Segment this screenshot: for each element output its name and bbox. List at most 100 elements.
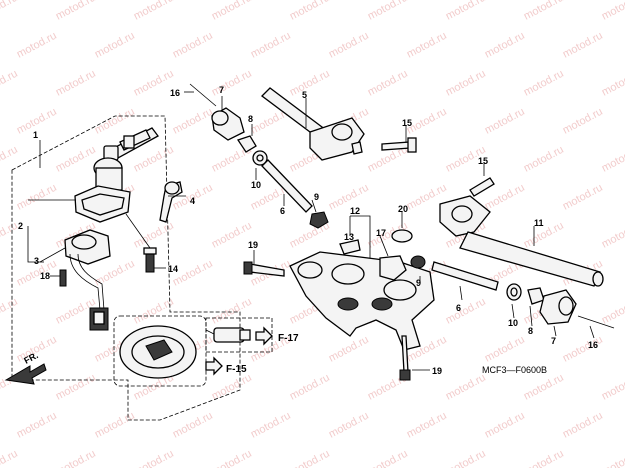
watermark-text: motod.ru <box>0 448 20 468</box>
ignition-group <box>11 115 273 421</box>
bar-end-weight <box>211 107 245 141</box>
right-handle-group <box>410 177 615 329</box>
watermark-text: motod.ru <box>0 296 20 327</box>
watermark-text: motod.ru <box>522 220 566 251</box>
watermark-text: motod.ru <box>93 258 137 289</box>
watermark-text: motod.ru <box>444 296 488 327</box>
watermark-text: motod.ru <box>522 0 566 23</box>
left-handle-group <box>189 83 417 229</box>
callout-4: 4 <box>190 196 195 206</box>
watermark-text: motod.ru <box>0 68 20 99</box>
watermark-text: motod.ru <box>93 410 137 441</box>
watermark-text: motod.ru <box>600 68 625 99</box>
watermark-text: motod.ru <box>561 106 605 137</box>
watermark-text: motod.ru <box>210 296 254 327</box>
watermark-text: motod.ru <box>600 144 625 175</box>
watermark-text: motod.ru <box>522 144 566 175</box>
watermark-text: motod.ru <box>600 372 625 403</box>
watermark-text: motod.ru <box>54 0 98 23</box>
screw-18 <box>59 269 67 287</box>
top-bridge <box>243 229 435 381</box>
watermark-text: motod.ru <box>132 296 176 327</box>
watermark-text: motod.ru <box>210 448 254 468</box>
callout-15-right: 15 <box>478 156 488 166</box>
watermark-text: motod.ru <box>0 144 20 175</box>
watermark-text: motod.ru <box>522 448 566 468</box>
watermark-text: motod.ru <box>405 30 449 61</box>
watermark-text: motod.ru <box>366 68 410 99</box>
left-handlebar <box>261 87 365 161</box>
callout-7-left: 7 <box>219 85 224 95</box>
callout-19-right: 19 <box>432 366 442 376</box>
watermark-text: motod.ru <box>54 448 98 468</box>
watermark-text: motod.ru <box>93 30 137 61</box>
watermark-text: motod.ru <box>54 372 98 403</box>
callout-16-left: 16 <box>170 88 180 98</box>
watermark-text: motod.ru <box>54 144 98 175</box>
watermark-text: motod.ru <box>327 334 371 365</box>
callout-12: 12 <box>350 206 360 216</box>
callout-2: 2 <box>18 221 23 231</box>
ref-arrow-f15 <box>205 356 223 376</box>
watermark-text: motod.ru <box>15 182 59 213</box>
watermark-text: motod.ru <box>132 144 176 175</box>
watermark-text: motod.ru <box>522 372 566 403</box>
watermark-text: motod.ru <box>210 0 254 23</box>
callout-8-left: 8 <box>248 114 253 124</box>
watermark-text: motod.ru <box>54 68 98 99</box>
callout-15-left: 15 <box>402 118 412 128</box>
inset-parts <box>113 315 273 387</box>
key-cylinder <box>159 181 183 223</box>
callout-7-right: 7 <box>551 336 556 346</box>
key-icon <box>103 127 159 161</box>
reference-f15: F-15 <box>226 364 247 375</box>
watermark-text: motod.ru <box>249 30 293 61</box>
callout-1: 1 <box>33 130 38 140</box>
watermark-text: motod.ru <box>15 410 59 441</box>
watermark-text: motod.ru <box>366 0 410 23</box>
ref-arrow-f17 <box>255 326 273 346</box>
leader-lines <box>27 91 595 371</box>
callout-9-left: 9 <box>314 192 319 202</box>
reference-f17: F-17 <box>278 333 299 344</box>
callout-17: 17 <box>376 228 386 238</box>
callout-9-right: 9 <box>416 278 421 288</box>
watermark-text: motod.ru <box>600 296 625 327</box>
watermark-text: motod.ru <box>561 334 605 365</box>
callout-19-left: 19 <box>248 240 258 250</box>
watermark-text: motod.ru <box>483 30 527 61</box>
watermark-text: motod.ru <box>483 334 527 365</box>
watermark-text: motod.ru <box>600 220 625 251</box>
watermark-text: motod.ru <box>249 410 293 441</box>
callout-3: 3 <box>34 256 39 266</box>
watermark-text: motod.ru <box>171 30 215 61</box>
watermark-text: motod.ru <box>600 0 625 23</box>
watermark-text: motod.ru <box>327 30 371 61</box>
callout-14: 14 <box>168 264 178 274</box>
watermark-text: motod.ru <box>132 448 176 468</box>
watermark-text: motod.ru <box>93 106 137 137</box>
watermark-text: motod.ru <box>288 372 332 403</box>
watermark-text: motod.ru <box>210 372 254 403</box>
callout-10-right: 10 <box>508 318 518 328</box>
watermark-text: motod.ru <box>288 68 332 99</box>
watermark-text: motod.ru <box>405 410 449 441</box>
watermark-text: motod.ru <box>522 68 566 99</box>
watermark-text: motod.ru <box>0 220 20 251</box>
watermark-text: motod.ru <box>171 106 215 137</box>
watermark-text: motod.ru <box>444 372 488 403</box>
callout-16-right: 16 <box>588 340 598 350</box>
watermark-text: motod.ru <box>132 220 176 251</box>
switch-body <box>64 229 111 331</box>
callout-13: 13 <box>344 232 354 242</box>
callout-6-left: 6 <box>280 206 285 216</box>
callout-labels: 1 2 3 4 5 6 6 7 7 8 8 9 9 10 10 11 12 13… <box>18 85 598 376</box>
watermark-text: motod.ru <box>483 410 527 441</box>
watermark-text: motod.ru <box>561 30 605 61</box>
watermark-text: motod.ru <box>171 410 215 441</box>
watermark-text: motod.ru <box>327 410 371 441</box>
callout-18: 18 <box>40 271 50 281</box>
watermark-text: motod.ru <box>600 448 625 468</box>
watermark-text: motod.ru <box>327 182 371 213</box>
